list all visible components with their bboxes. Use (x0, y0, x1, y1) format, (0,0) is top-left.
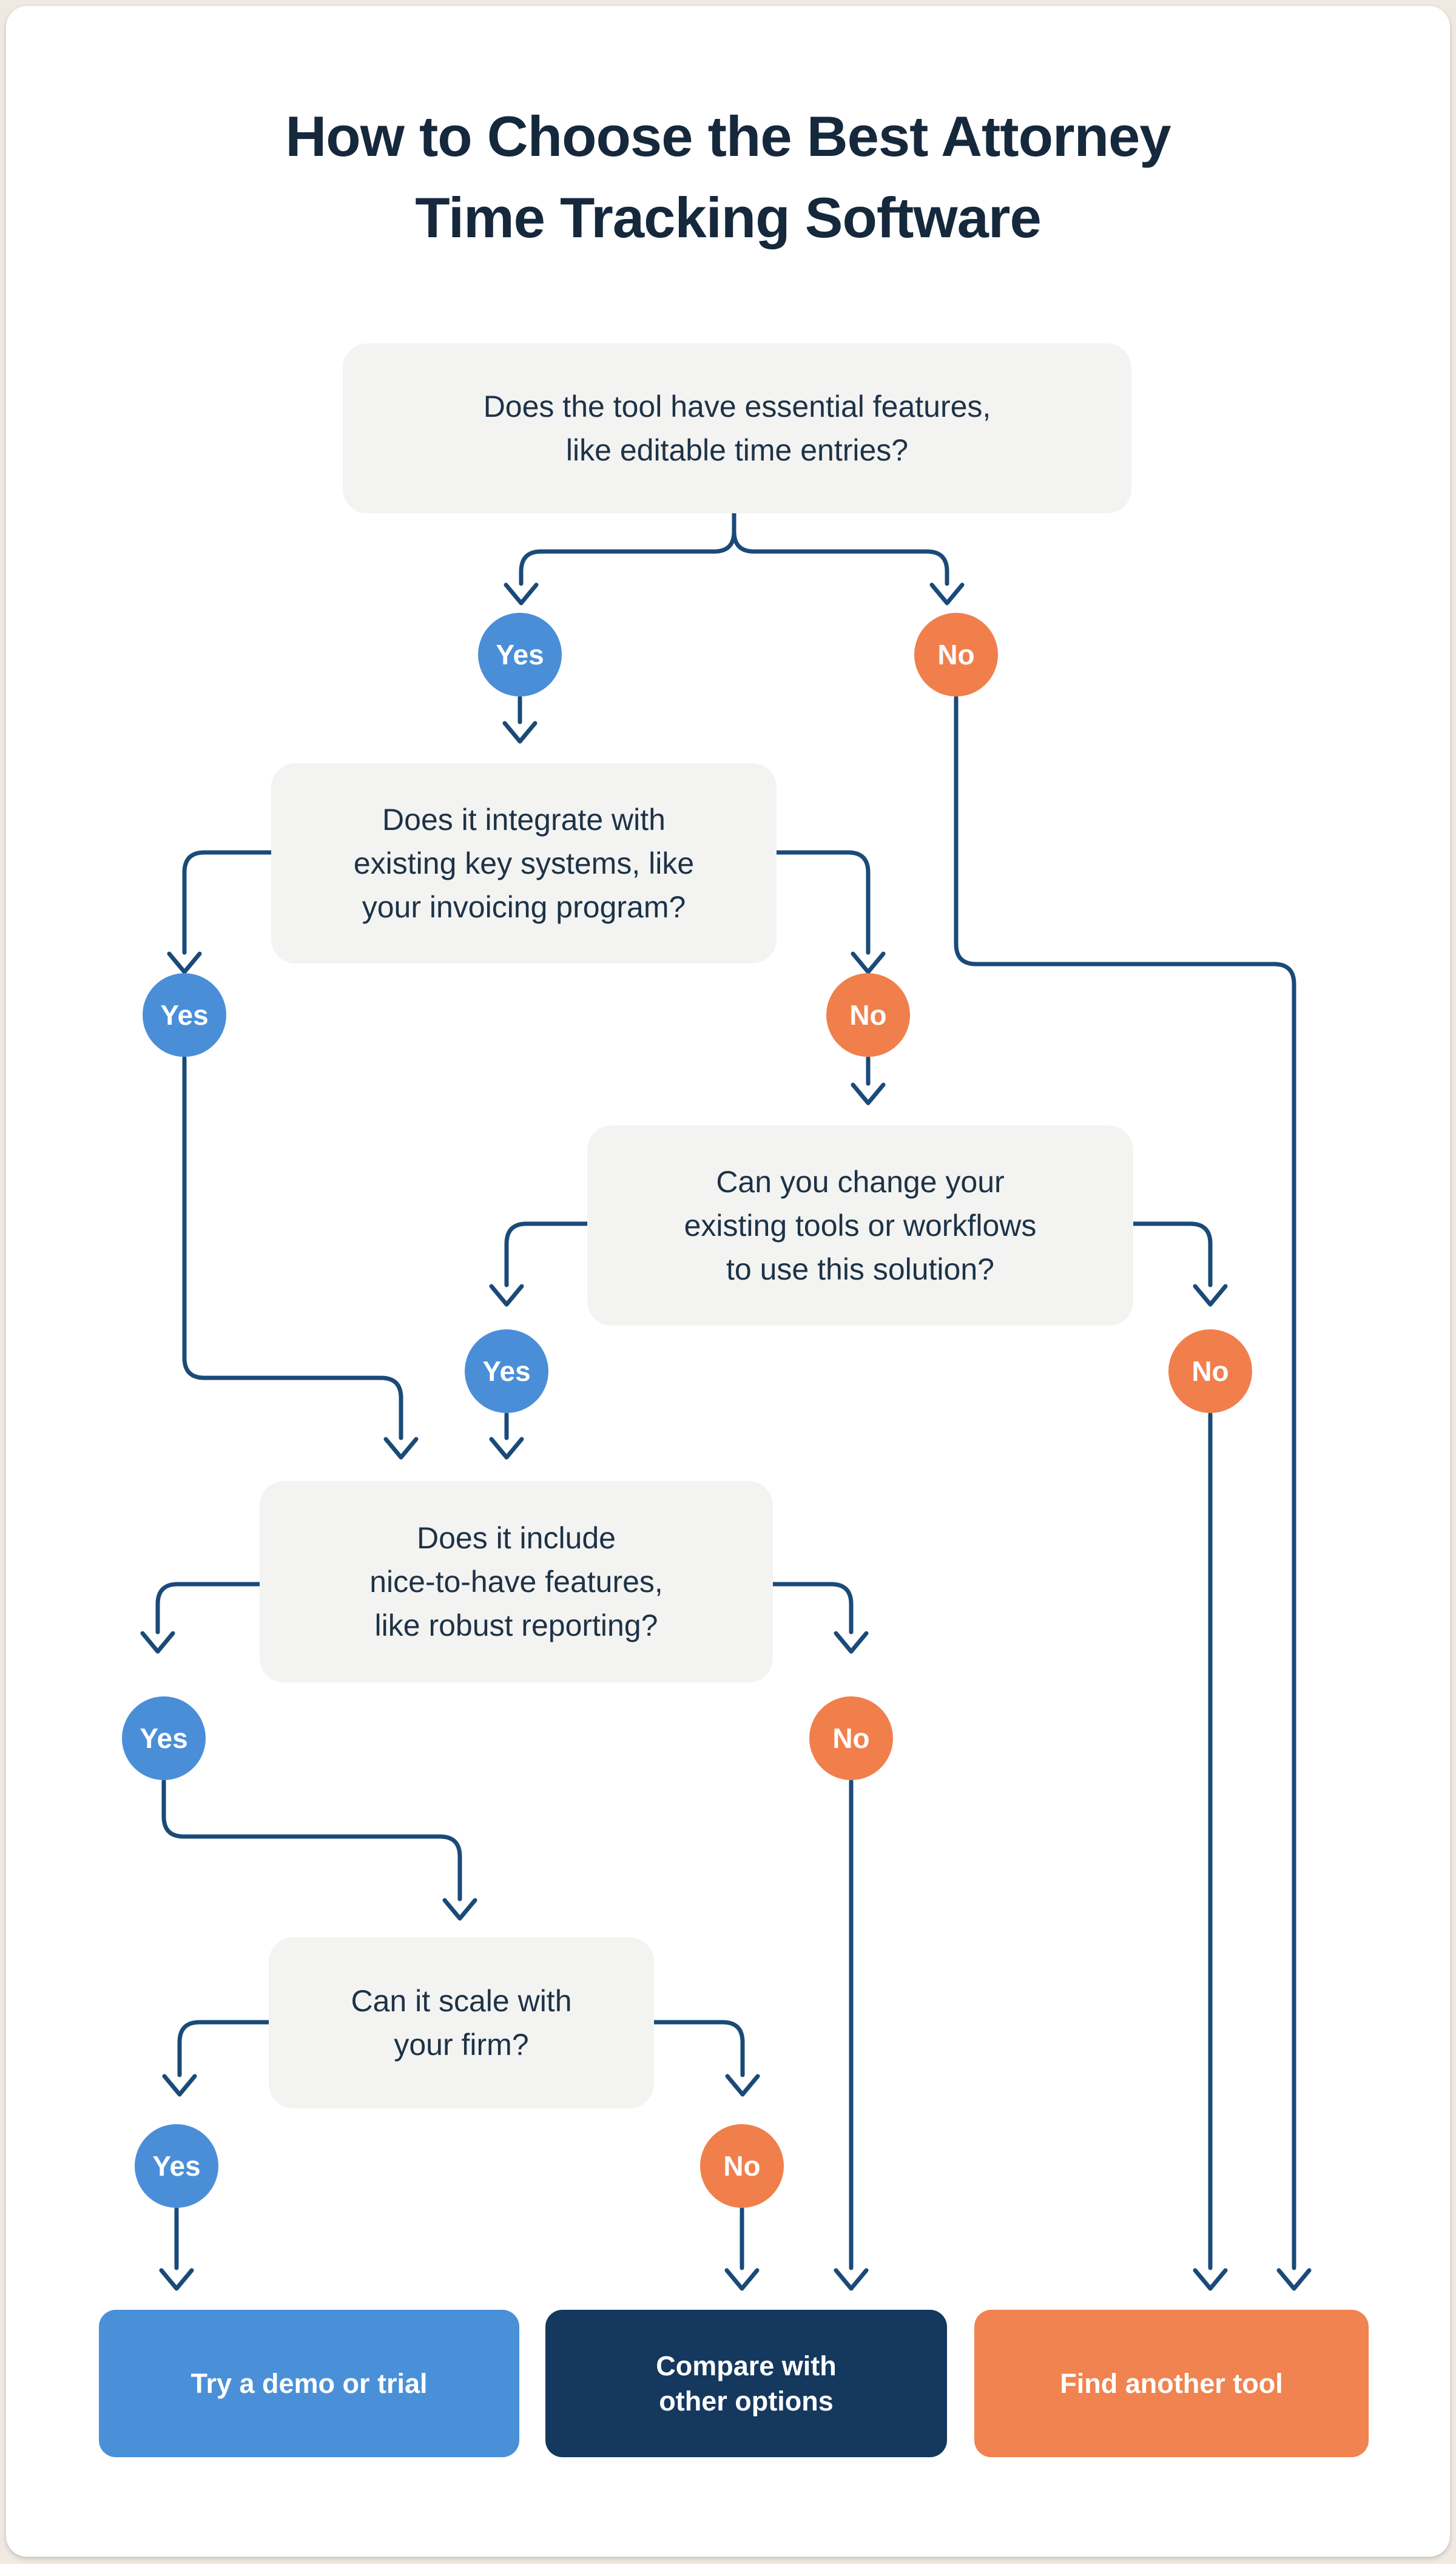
no-badge-label: No (849, 999, 887, 1031)
arrowhead (834, 1631, 869, 1654)
arrowhead (851, 951, 886, 974)
connector-q4-no (770, 1582, 854, 1635)
arrowhead (383, 1437, 419, 1460)
arrowhead (1193, 2268, 1228, 2291)
connector-q2-yes (182, 850, 274, 955)
yes-badge-label: Yes (482, 1355, 531, 1387)
question-change-workflows: Can you change your existing tools or wo… (587, 1125, 1133, 1326)
arrowhead (159, 2268, 194, 2291)
arrowhead (1276, 2268, 1312, 2291)
no-badge-3: No (1168, 1329, 1252, 1413)
question-nice-to-have: Does it include nice-to-have features, l… (260, 1481, 773, 1682)
connector-no1-find (954, 695, 1296, 2270)
no-badge-4: No (809, 1696, 893, 1780)
connector-q2-no (774, 850, 871, 955)
infographic-card: How to Choose the Best Attorney Time Tra… (6, 6, 1450, 2557)
arrowhead (162, 2074, 197, 2097)
arrowhead (504, 582, 539, 606)
yes-badge-label: Yes (496, 639, 544, 670)
no-badge-label: No (937, 639, 975, 670)
connector-q3-no (1131, 1221, 1213, 1287)
arrowhead (502, 721, 538, 744)
outcome-try-demo: Try a demo or trial (99, 2310, 519, 2457)
no-badge-label: No (832, 1722, 870, 1754)
no-badge-label: No (723, 2150, 761, 2182)
yes-badge-5: Yes (135, 2124, 218, 2208)
arrowhead (724, 2268, 760, 2291)
connector-yes2-q4 (182, 1056, 403, 1440)
yes-badge-2: Yes (143, 973, 226, 1057)
arrowhead (1193, 1284, 1228, 1307)
connector-q4-yes (155, 1582, 262, 1635)
outcome-compare-options: Compare with other options (545, 2310, 947, 2457)
yes-badge-4: Yes (122, 1696, 206, 1780)
no-badge-1: No (914, 613, 998, 697)
arrowhead (140, 1631, 175, 1654)
arrowhead (834, 2268, 869, 2291)
arrowhead (489, 1284, 524, 1307)
flowchart-canvas: How to Choose the Best Attorney Time Tra… (6, 6, 1450, 2557)
arrowhead (442, 1898, 477, 1921)
arrowhead (725, 2074, 760, 2097)
arrowhead (929, 582, 965, 606)
yes-badge-1: Yes (478, 613, 562, 697)
yes-badge-label: Yes (152, 2150, 201, 2182)
question-essential-features: Does the tool have essential features, l… (343, 343, 1131, 513)
question-scale: Can it scale with your firm? (269, 1937, 654, 2108)
page-title: How to Choose the Best Attorney Time Tra… (285, 104, 1171, 249)
arrowhead (167, 951, 202, 974)
arrowhead (489, 1437, 524, 1460)
outcome-find-another: Find another tool (974, 2310, 1369, 2457)
yes-badge-3: Yes (465, 1329, 548, 1413)
connector-q5-yes (177, 2020, 271, 2077)
connector-q1-right (732, 529, 949, 586)
connector-q5-no (652, 2020, 745, 2077)
no-badge-5: No (700, 2124, 784, 2208)
arrowhead (851, 1082, 886, 1105)
no-badge-label: No (1191, 1355, 1229, 1387)
yes-badge-label: Yes (140, 1722, 188, 1754)
connector-yes4-q5 (161, 1779, 462, 1901)
connector-q1-left (519, 529, 736, 586)
no-badge-2: No (826, 973, 910, 1057)
question-integration: Does it integrate with existing key syst… (271, 763, 777, 963)
yes-badge-label: Yes (160, 999, 209, 1031)
connector-q3-yes (504, 1221, 590, 1287)
